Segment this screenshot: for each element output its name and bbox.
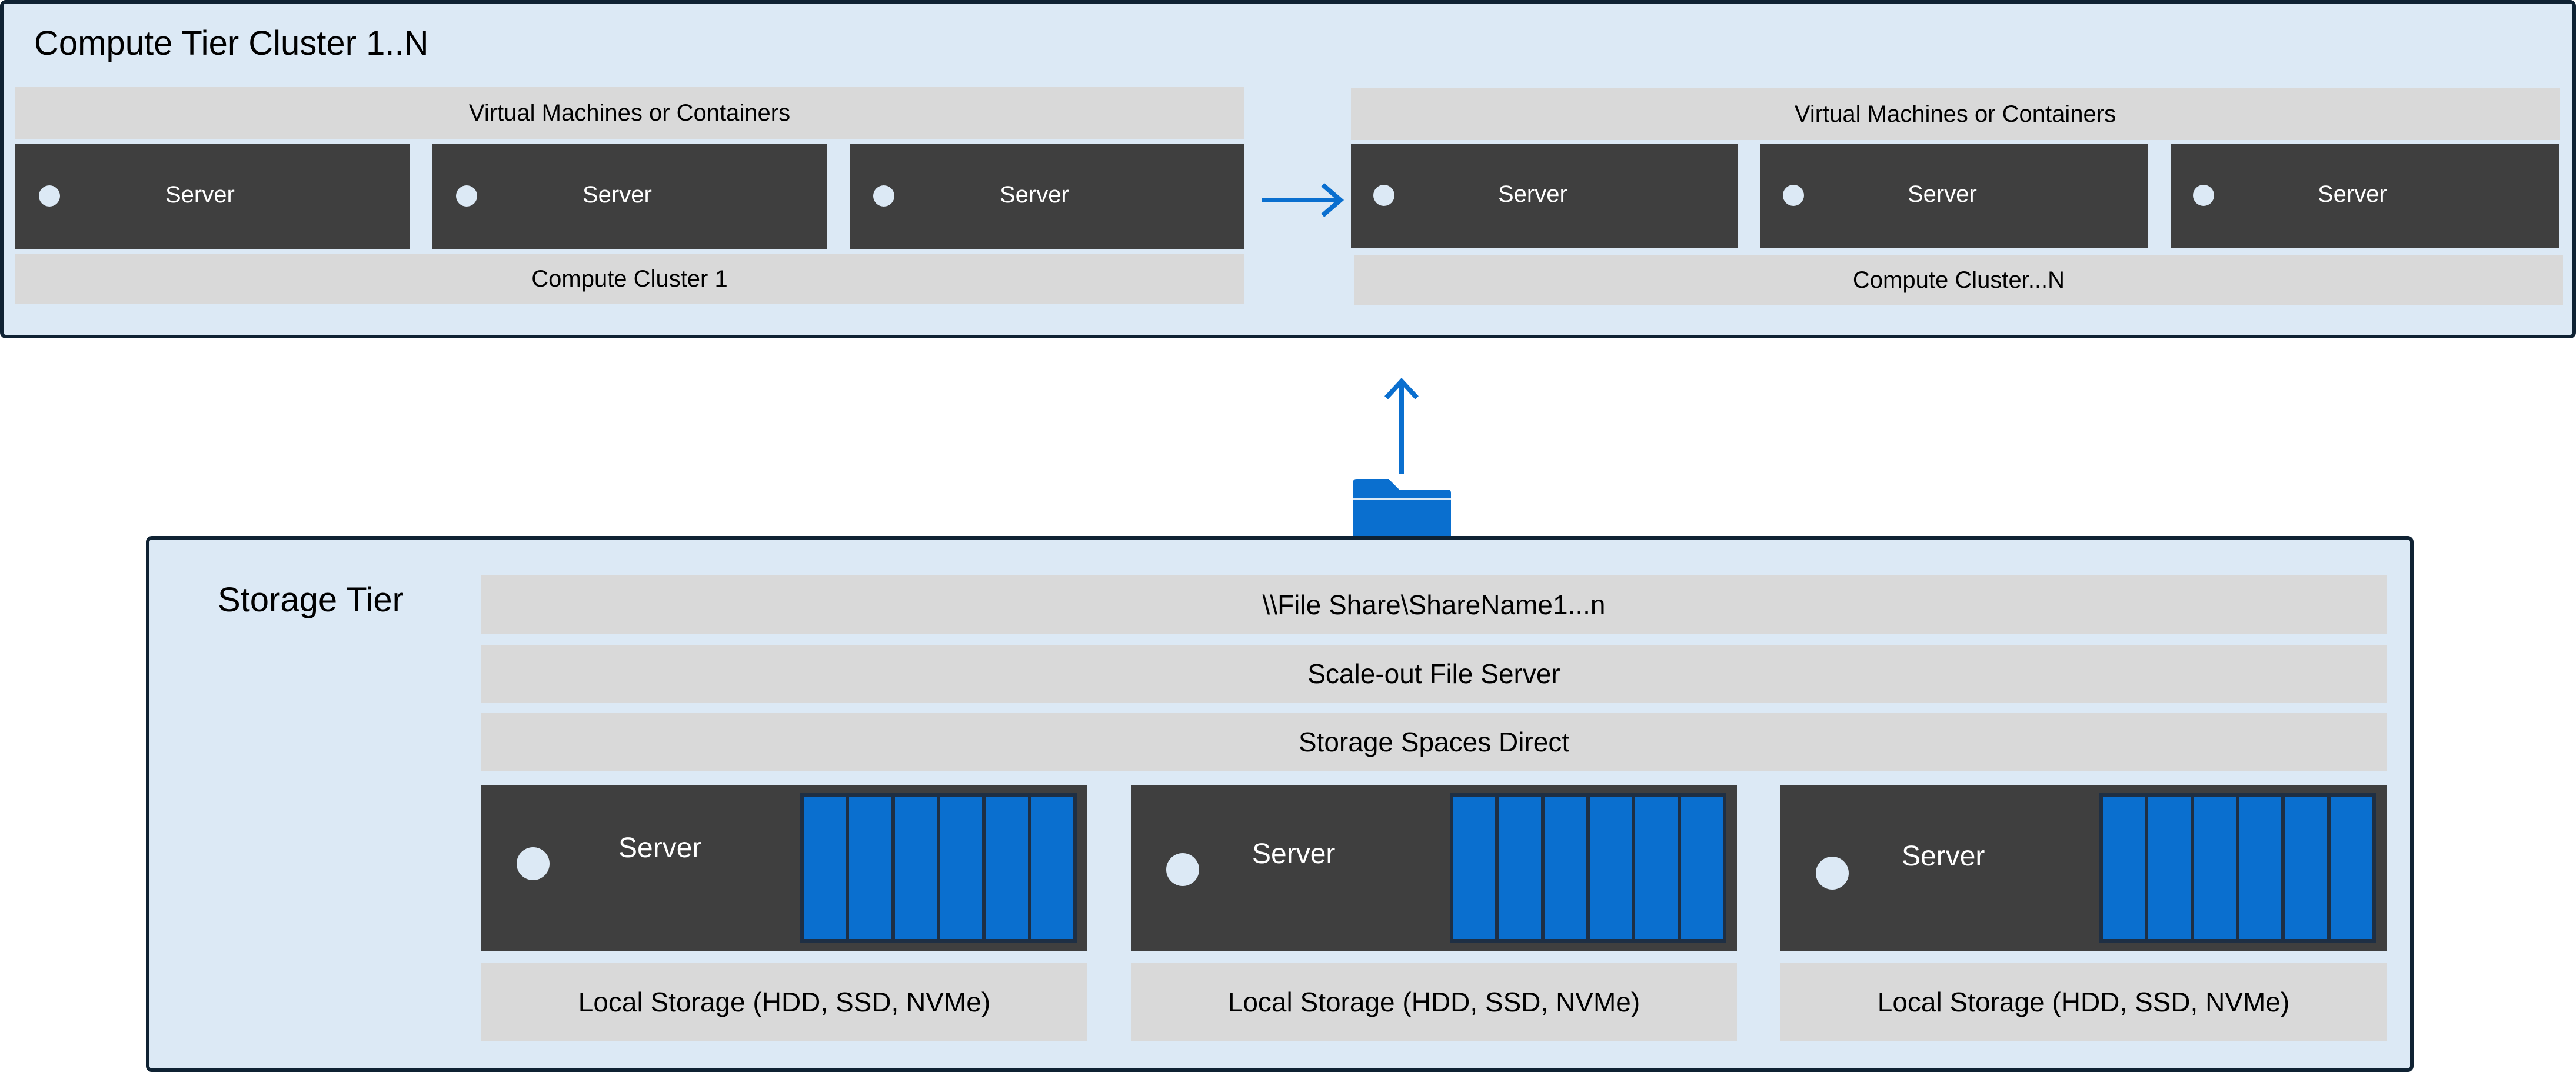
drive-bay (1635, 797, 1678, 939)
arrow-right-icon (1262, 182, 1344, 218)
power-led-icon (456, 185, 477, 207)
drive-bay (2285, 797, 2327, 939)
arrow-up-icon (1384, 378, 1419, 474)
storage-server-1: Server (481, 785, 1087, 951)
drive-bay (2239, 797, 2282, 939)
power-led-icon (1166, 853, 1199, 886)
drive-bays (1450, 793, 1726, 943)
drive-bay (1453, 797, 1496, 939)
drive-bay (2330, 797, 2372, 939)
cluster-a-server-1: Server (15, 144, 410, 249)
drive-bay (2194, 797, 2236, 939)
power-led-icon (1816, 857, 1849, 890)
storage-server-3: Server (1780, 785, 2387, 951)
compute-tier-title: Compute Tier Cluster 1..N (34, 24, 429, 62)
file-share-path: \\File Share\ShareName1...n (481, 575, 2387, 634)
server-label: Server (1498, 181, 1567, 207)
drive-bay (1544, 797, 1586, 939)
server-label: Server (583, 182, 652, 208)
drive-bay (986, 797, 1028, 939)
server-label: Server (618, 833, 702, 864)
cluster-a-cluster-label: Compute Cluster 1 (15, 254, 1244, 304)
cluster-b-server-3: Server (2171, 144, 2559, 248)
drive-bay (849, 797, 891, 939)
drive-bay (2103, 797, 2145, 939)
power-led-icon (39, 185, 60, 207)
storage-server-2: Server (1131, 785, 1737, 951)
power-led-icon (2193, 185, 2214, 206)
drive-bay (1031, 797, 1073, 939)
folder-icon (1353, 479, 1451, 553)
cluster-b-workload-label: Virtual Machines or Containers (1351, 88, 2560, 140)
drive-bay (2148, 797, 2191, 939)
server-label: Server (2318, 181, 2387, 207)
storage-spaces-direct: Storage Spaces Direct (481, 713, 2387, 771)
cluster-b-server-1: Server (1351, 144, 1738, 248)
drive-bays (800, 793, 1077, 943)
cluster-b-server-2: Server (1760, 144, 2148, 248)
drive-bay (1680, 797, 1723, 939)
drive-bay (894, 797, 937, 939)
scale-out-file-server: Scale-out File Server (481, 645, 2387, 703)
server-label: Server (1252, 838, 1336, 870)
server-label: Server (1000, 182, 1069, 208)
drive-bay (940, 797, 983, 939)
server-label: Server (165, 182, 235, 208)
server-label: Server (1902, 841, 1985, 872)
server-label: Server (1908, 181, 1977, 207)
local-storage-label: Local Storage (HDD, SSD, NVMe) (1780, 963, 2387, 1041)
drive-bay (804, 797, 846, 939)
power-led-icon (517, 847, 550, 880)
cluster-a-server-2: Server (432, 144, 827, 249)
local-storage-label: Local Storage (HDD, SSD, NVMe) (1131, 963, 1737, 1041)
cluster-a-server-3: Server (850, 144, 1244, 249)
cluster-a-workload-label: Virtual Machines or Containers (15, 87, 1244, 139)
power-led-icon (873, 185, 894, 207)
power-led-icon (1373, 185, 1394, 206)
drive-bay (1499, 797, 1541, 939)
local-storage-label: Local Storage (HDD, SSD, NVMe) (481, 963, 1087, 1041)
storage-tier-title: Storage Tier (218, 581, 404, 619)
drive-bay (1589, 797, 1632, 939)
power-led-icon (1783, 185, 1804, 206)
drive-bays (2099, 793, 2376, 943)
cluster-b-cluster-label: Compute Cluster...N (1354, 255, 2563, 305)
